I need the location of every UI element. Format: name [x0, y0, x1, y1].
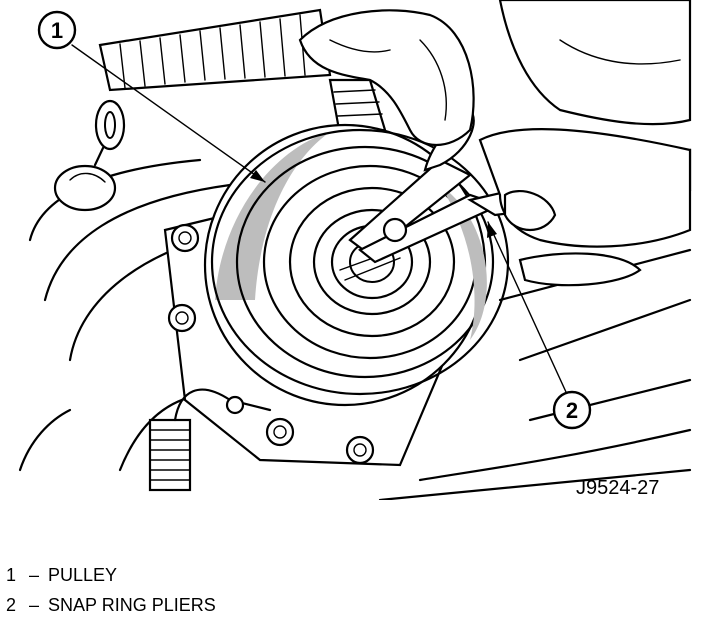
legend-item-separator: –	[28, 595, 39, 615]
legend-item-separator: –	[28, 565, 39, 585]
legend-item: 1–PULLEY	[6, 560, 696, 590]
lower-spring	[148, 388, 272, 492]
housing-bolt	[167, 303, 197, 333]
legend-item: 2–SNAP RING PLIERS	[6, 590, 696, 620]
housing-bolt	[170, 223, 200, 253]
callout-1-number: 1	[51, 18, 63, 43]
legend: 1–PULLEY 2–SNAP RING PLIERS	[6, 560, 696, 620]
pulley-removal-illustration: 1 2 J9524-27	[18, 0, 692, 500]
legend-item-number: 1	[6, 565, 17, 585]
technician-hands	[298, 0, 692, 287]
callout-2: 2	[487, 221, 592, 430]
legend-item-number: 2	[6, 595, 17, 615]
figure-id-label: J9524-27	[576, 477, 659, 499]
callout-2-number: 2	[566, 398, 578, 423]
housing-bolt	[345, 435, 375, 465]
callout-1: 1	[37, 10, 266, 183]
legend-item-label: SNAP RING PLIERS	[48, 595, 216, 615]
housing-bolt	[265, 417, 295, 447]
lifting-eye	[53, 99, 126, 212]
legend-item-label: PULLEY	[48, 565, 118, 585]
pulley	[203, 123, 510, 407]
